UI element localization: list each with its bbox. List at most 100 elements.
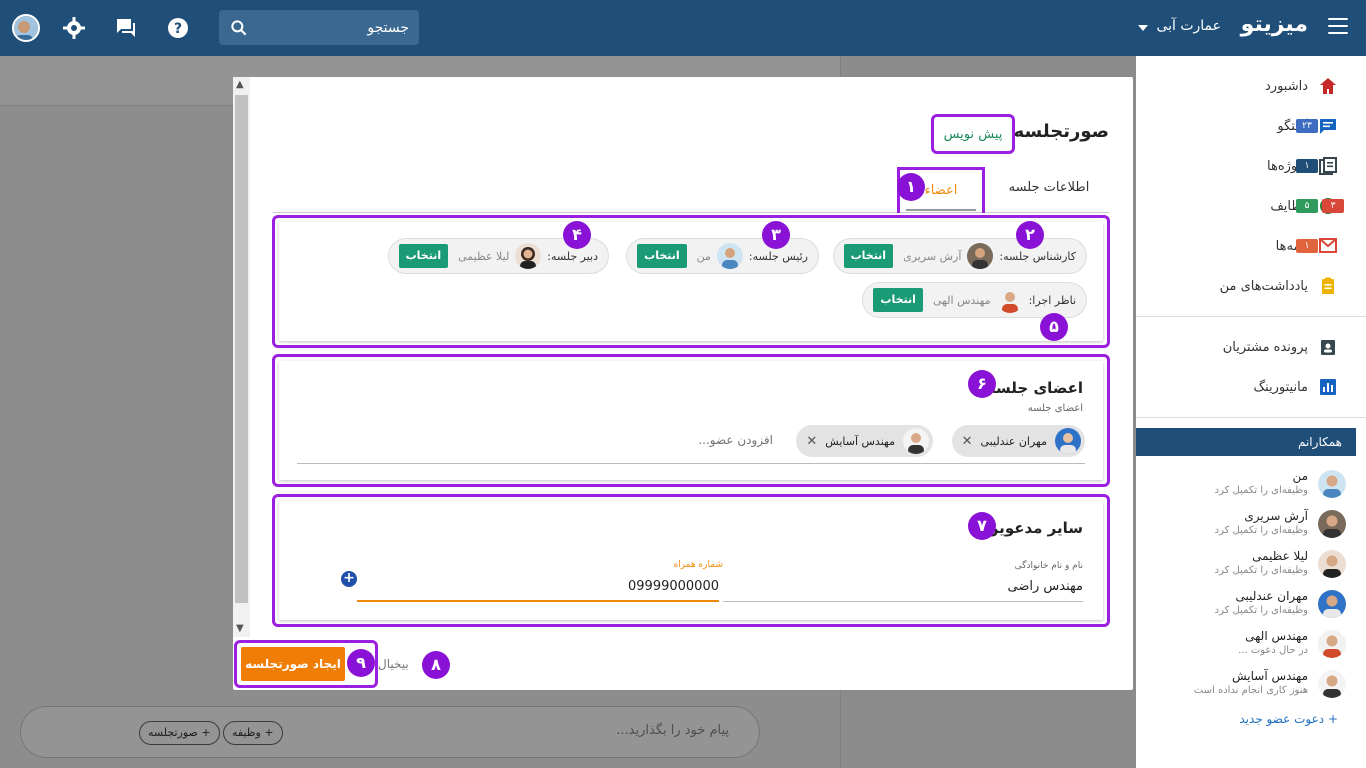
org-selector[interactable]: عمارت آبی [1138,18,1221,34]
step-number: ۳ [762,221,790,249]
colleague-item[interactable]: لیلا عظیمی وظیفه‌ای را تکمیل کرد [1136,544,1366,584]
pick-chair-button[interactable]: انتخاب [637,244,687,268]
guests-heading: سایر مدعوین [985,519,1083,537]
colleague-status: وظیفه‌ای را تکمیل کرد [1214,565,1308,576]
scroll-up-icon[interactable]: ▲ [236,79,244,90]
member-chip: مهران عندلیبی ✕ [951,425,1085,457]
add-minutes-chip[interactable]: + صورتجلسه [139,721,220,745]
minutes-dialog: ▲ ▼ صورتجلسه پیش نویس اطلاعات جلسه اعضاء… [233,77,1133,690]
sidebar-item-home[interactable]: داشبورد [1136,66,1366,106]
avatar [996,287,1023,313]
add-task-chip[interactable]: + وظیفه [223,721,283,745]
sidebar-item-customers[interactable]: پرونده مشتریان [1136,327,1366,367]
brand-logo: میزیتو [1240,12,1308,37]
colleague-status: در حال دعوت ... [1238,645,1308,656]
guest-name-input[interactable] [723,579,1083,594]
colleague-name: من [1292,469,1308,483]
step-number: ۶ [968,370,996,398]
sidebar-divider [1136,316,1366,317]
count-badge: ۱ [1296,159,1318,173]
search-box[interactable] [219,10,419,45]
sidebar-item-label: داشبورد [1265,78,1308,94]
scroll-down-icon[interactable]: ▼ [236,623,244,634]
create-minutes-button[interactable]: ایجاد صورتجلسه [241,647,345,681]
message-input[interactable]: پیام خود را بگذارید... [616,723,729,738]
role-expert: کارشناس جلسه: آرش سریری انتخاب [832,238,1087,274]
colleague-item[interactable]: مهران عندلیبی وظیفه‌ای را تکمیل کرد [1136,584,1366,624]
phone-field-label: شماره همراه [673,560,723,570]
home-icon [1320,78,1336,94]
user-avatar[interactable] [12,14,40,42]
members-field-line [297,463,1085,464]
sidebar-item-label: پرونده مشتریان [1222,339,1308,355]
badge-group: ۱ [1296,239,1318,253]
dialog-scrollbar[interactable]: ▲ ▼ [233,77,250,637]
pick-supervisor-button[interactable]: انتخاب [873,288,923,312]
sidebar-item-label: یادداشت‌های من [1219,278,1308,294]
colleague-item[interactable]: من وظیفه‌ای را تکمیل کرد [1136,464,1366,504]
plus-icon: + [1324,712,1338,726]
add-guest-icon[interactable]: + [341,571,357,587]
guest-phone-input[interactable] [359,579,719,594]
avatar [1318,590,1346,618]
role-chair: رئیس جلسه: من انتخاب [626,238,819,274]
avatar [903,428,929,454]
name-field-line [723,601,1083,602]
message-composer[interactable]: پیام خود را بگذارید... + وظیفه + صورتجلس… [20,706,760,758]
customers-icon [1321,340,1335,355]
add-member-input[interactable] [653,433,773,447]
sidebar-item-notes[interactable]: یادداشت‌های من [1136,266,1366,306]
sidebar-item-monitoring[interactable]: مانیتورینگ [1136,367,1366,407]
count-badge: ۵ [1296,199,1318,213]
pick-secretary-button[interactable]: انتخاب [398,244,449,268]
colleague-name: مهندس الهی [1245,629,1308,643]
scroll-thumb[interactable] [235,95,248,603]
gear-icon[interactable] [62,16,86,40]
close-icon[interactable]: ✕ [806,433,818,449]
colleagues-list: من وظیفه‌ای را تکمیل کرد آرش سریری وظیفه… [1136,464,1366,704]
tab-meeting-info[interactable]: اطلاعات جلسه [1008,180,1090,195]
cancel-button[interactable]: بیخیال [378,657,409,671]
colleague-item[interactable]: آرش سریری وظیفه‌ای را تکمیل کرد [1136,504,1366,544]
role-label: رئیس جلسه: [748,249,808,263]
help-icon[interactable]: ? [166,16,190,40]
member-name: مهران عندلیبی [980,434,1047,448]
phone-field-line [357,600,719,602]
step-number: ۸ [422,651,450,679]
role-person: من [696,249,711,263]
role-person: مهندس الهی [932,293,991,307]
badge-group: ۱ [1296,159,1318,173]
members-section: اعضای جلسه اعضای جلسه مهران عندلیبی ✕ مه… [272,354,1110,487]
menu-icon[interactable] [1328,18,1348,34]
guests-card: سایر مدعوین نام و نام خانوادگی شماره همر… [279,501,1103,620]
step-number: ۲ [1016,221,1044,249]
sidebar-divider [1136,417,1366,418]
role-label: دبیر جلسه: [547,249,598,263]
create-button-frame: ایجاد صورتجلسه ۹ [234,640,378,688]
members-card: اعضای جلسه اعضای جلسه مهران عندلیبی ✕ مه… [279,361,1103,480]
invite-member-link[interactable]: + دعوت عضو جدید [1136,712,1366,726]
tab-members-label: اعضاء [924,183,958,198]
step-number: ۱ [897,173,925,201]
sidebar-nav-secondary: پرونده مشتریان مانیتورینگ [1136,327,1366,407]
colleague-item[interactable]: مهندس آسایش هنوز کاری انجام نداده است [1136,664,1366,704]
avatar [1055,428,1081,454]
role-secretary: دبیر جلسه: لیلا عظیمی انتخاب [387,238,609,274]
messages-icon[interactable] [114,16,138,40]
pick-expert-button[interactable]: انتخاب [843,244,894,268]
dialog-tabs: اطلاعات جلسه اعضاء [273,167,1109,213]
close-icon[interactable]: ✕ [961,433,973,449]
avatar [1318,630,1346,658]
notes-icon [1322,277,1334,294]
search-input[interactable] [269,19,409,36]
org-name: عمارت آبی [1156,18,1221,34]
colleague-status: وظیفه‌ای را تکمیل کرد [1214,485,1308,496]
svg-text:?: ? [174,21,182,37]
colleague-item[interactable]: مهندس الهی در حال دعوت ... [1136,624,1366,664]
role-label: کارشناس جلسه: [999,249,1076,263]
